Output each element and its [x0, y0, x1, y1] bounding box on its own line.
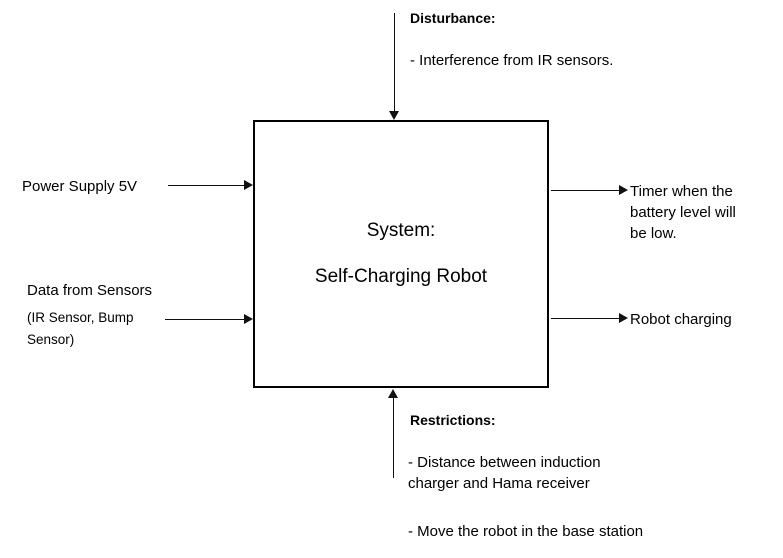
- system-block: System: Self-Charging Robot: [253, 120, 549, 388]
- disturbance-heading: Disturbance:: [410, 10, 496, 26]
- input-power-supply-arrow-head: [244, 180, 253, 190]
- input-label-sensor-data-line2: Sensor): [27, 332, 75, 347]
- disturbance-item-0: - Interference from IR sensors.: [410, 52, 614, 69]
- restrictions-arrow-shaft: [393, 398, 394, 478]
- restrictions-heading: Restrictions:: [410, 412, 496, 428]
- restrictions-arrow-head: [388, 389, 398, 398]
- input-sensor-data-arrow-head: [244, 314, 253, 324]
- output-label-battery-timer-line1: battery level will: [630, 204, 736, 221]
- restrictions-items: - Distance between induction charger and…: [408, 452, 601, 494]
- output-label-robot-charging: Robot charging: [630, 311, 732, 328]
- input-label-power-supply: Power Supply 5V: [22, 178, 138, 195]
- output-label-battery-timer-line0: Timer when the: [630, 183, 733, 200]
- input-label-sensor-data-line0: Data from Sensors: [27, 282, 153, 299]
- output-battery-timer-arrow-shaft: [551, 190, 621, 191]
- disturbance-arrow-shaft: [394, 13, 395, 111]
- restrictions-item-2: - Move the robot in the base station: [408, 523, 644, 540]
- input-sensor-data-arrow-shaft: [165, 319, 246, 320]
- output-battery-timer-arrow-head: [619, 185, 628, 195]
- system-block-label-line2: Self-Charging Robot: [314, 266, 488, 287]
- input-power-supply-arrow-shaft: [168, 185, 246, 186]
- system-block-label-line1: System:: [366, 220, 436, 242]
- disturbance-arrow-head: [389, 111, 399, 120]
- output-robot-charging-arrow-head: [619, 313, 628, 323]
- output-robot-charging-arrow-shaft: [551, 318, 621, 319]
- restrictions-item-0: - Distance between induction: [408, 454, 601, 471]
- output-label-battery-timer-line2: be low.: [630, 225, 677, 242]
- restrictions-item-1: charger and Hama receiver: [408, 475, 590, 492]
- output-label-battery-timer: Timer when the battery level will be low…: [630, 181, 736, 244]
- input-label-sensor-data-line1: (IR Sensor, Bump: [27, 310, 134, 325]
